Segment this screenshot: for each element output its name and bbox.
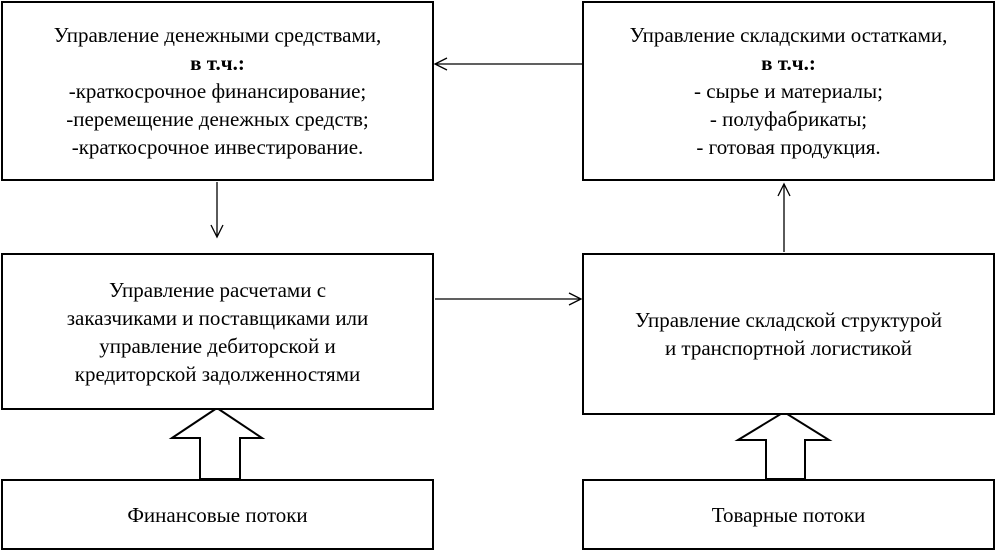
warehouse-line: Управление складской структурой [634, 308, 943, 332]
cash-management-title: Управление денежными средствами, [53, 23, 382, 47]
goods-flows-label: Товарные потоки [711, 502, 866, 527]
settlements-line: кредиторской задолженностями [74, 361, 361, 386]
financial-flows-label: Финансовые потоки [127, 502, 308, 527]
inventory-management-title: Управление складскими остатками, [629, 23, 948, 47]
inventory-management-item: - полуфабрикаты; [709, 107, 868, 131]
settlements-line: заказчиками и поставщиками или [66, 305, 369, 330]
arrow-warehouse-to-inventory [777, 182, 791, 252]
goods-flows-box: Товарные потоки [582, 479, 995, 550]
arrow-inventory-to-cash [433, 57, 582, 71]
cash-management-item: -краткосрочное финансирование; [68, 79, 367, 103]
inventory-management-incl: в т.ч.: [761, 51, 816, 75]
inventory-management-box: Управление складскими остатками, в т.ч.:… [582, 1, 995, 181]
inventory-management-item: - сырье и материалы; [694, 79, 883, 103]
settlements-management-box: Управление расчетами с заказчиками и пос… [1, 253, 434, 410]
block-arrow-goods [734, 410, 833, 480]
settlements-line: управление дебиторской и [99, 333, 336, 358]
warehouse-line: и транспортной логистикой [664, 336, 913, 360]
arrow-settlements-to-warehouse [435, 292, 583, 306]
warehouse-management-box: Управление складской структурой и трансп… [582, 253, 995, 415]
block-arrow-financial [168, 406, 266, 480]
cash-management-box: Управление денежными средствами, в т.ч.:… [1, 1, 434, 181]
cash-management-item: -краткосрочное инвестирование. [71, 135, 364, 159]
cash-management-incl: в т.ч.: [190, 51, 245, 75]
settlements-line: Управление расчетами с [108, 277, 327, 302]
arrow-cash-to-settlements [210, 182, 224, 239]
financial-flows-box: Финансовые потоки [1, 479, 434, 550]
inventory-management-item: - готовая продукция. [696, 135, 881, 159]
cash-management-item: -перемещение денежных средств; [66, 107, 369, 131]
